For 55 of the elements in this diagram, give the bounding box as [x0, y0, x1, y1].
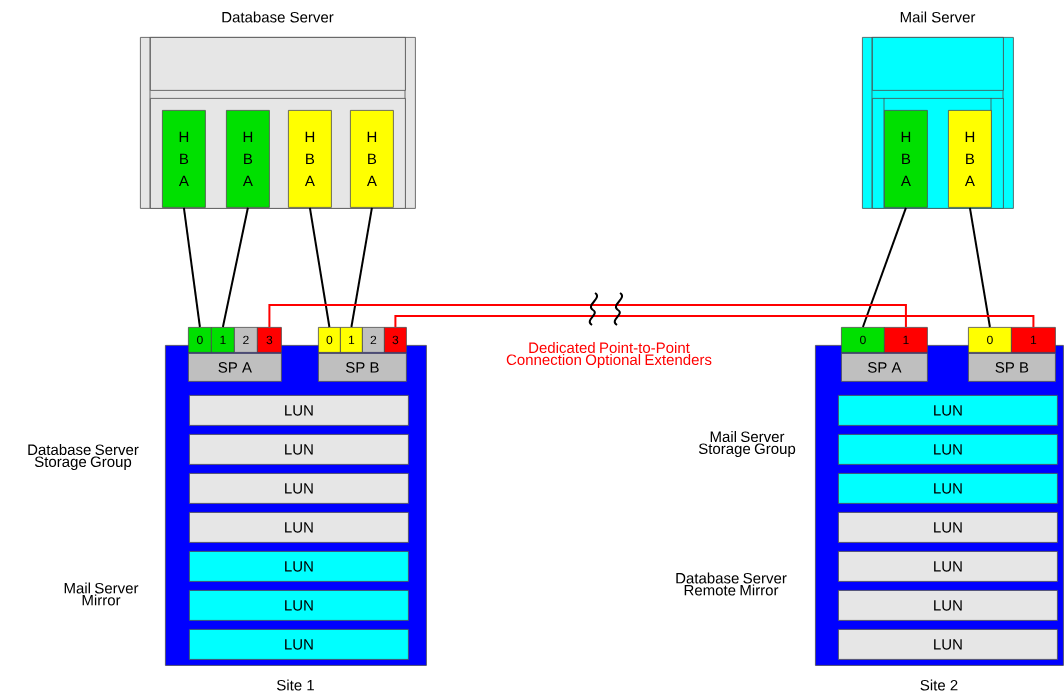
lun-bar: LUN [838, 395, 1058, 426]
hba-card: H B A [226, 110, 270, 208]
port: 1 [211, 327, 235, 353]
port: 3 [257, 327, 282, 353]
os-box [150, 37, 406, 91]
lun-bar: LUN [189, 512, 409, 543]
lun-bar: LUN [189, 590, 409, 621]
lun-bar: LUN [838, 551, 1058, 582]
hba-card: H B A [948, 110, 992, 208]
lun-bar: LUN [838, 434, 1058, 465]
lun-bar: LUN [838, 473, 1058, 504]
hba-card: H B A [350, 110, 394, 208]
lun-bar: LUN [189, 434, 409, 465]
storage-processor: SP A [188, 353, 282, 382]
port: 0 [318, 327, 341, 353]
lun-bar: LUN [189, 629, 409, 660]
storage-processor: SP A [841, 353, 928, 382]
cable [394, 315, 1035, 328]
port: 3 [384, 327, 407, 353]
storage-processor: SP B [968, 353, 1056, 382]
node-label: Database Server [222, 11, 334, 23]
lun-bar: LUN [838, 512, 1058, 543]
port: 0 [968, 327, 1012, 353]
group-label: Mail Server Mirror [64, 582, 139, 606]
cable [268, 304, 907, 328]
hba-card: H B A [162, 110, 206, 208]
port: 1 [1011, 327, 1056, 353]
port: 0 [841, 327, 885, 353]
port: 1 [884, 327, 928, 353]
cable [968, 206, 991, 328]
lun-bar: LUN [189, 395, 409, 426]
port: 0 [188, 327, 212, 353]
group-label: Database Server Storage Group [28, 444, 139, 470]
lun-bar: LUN [838, 629, 1058, 660]
port: 2 [362, 327, 385, 353]
lun-bar: LUN [189, 551, 409, 582]
group-label: Database Server Remote Mirror [676, 572, 787, 596]
cable [221, 206, 249, 328]
hba-card: H B A [884, 110, 928, 208]
lun-bar: LUN [838, 590, 1058, 621]
node-label: Site 2 [920, 679, 958, 691]
node-label: Site 1 [277, 679, 314, 691]
os-box [872, 37, 1004, 91]
cable [861, 206, 907, 328]
note-text: Dedicated Point-to-Point Connection Optional Extenders [506, 342, 712, 368]
node-label: Mail Server [900, 11, 976, 23]
port: 2 [234, 327, 258, 353]
group-label: Mail Server Storage Group [698, 431, 796, 457]
port: 1 [340, 327, 363, 353]
hba-card: H B A [288, 110, 332, 208]
cable [182, 206, 201, 328]
storage-processor: SP B [318, 353, 407, 382]
lun-bar: LUN [189, 473, 409, 504]
cable [308, 206, 331, 328]
cable [350, 206, 373, 328]
